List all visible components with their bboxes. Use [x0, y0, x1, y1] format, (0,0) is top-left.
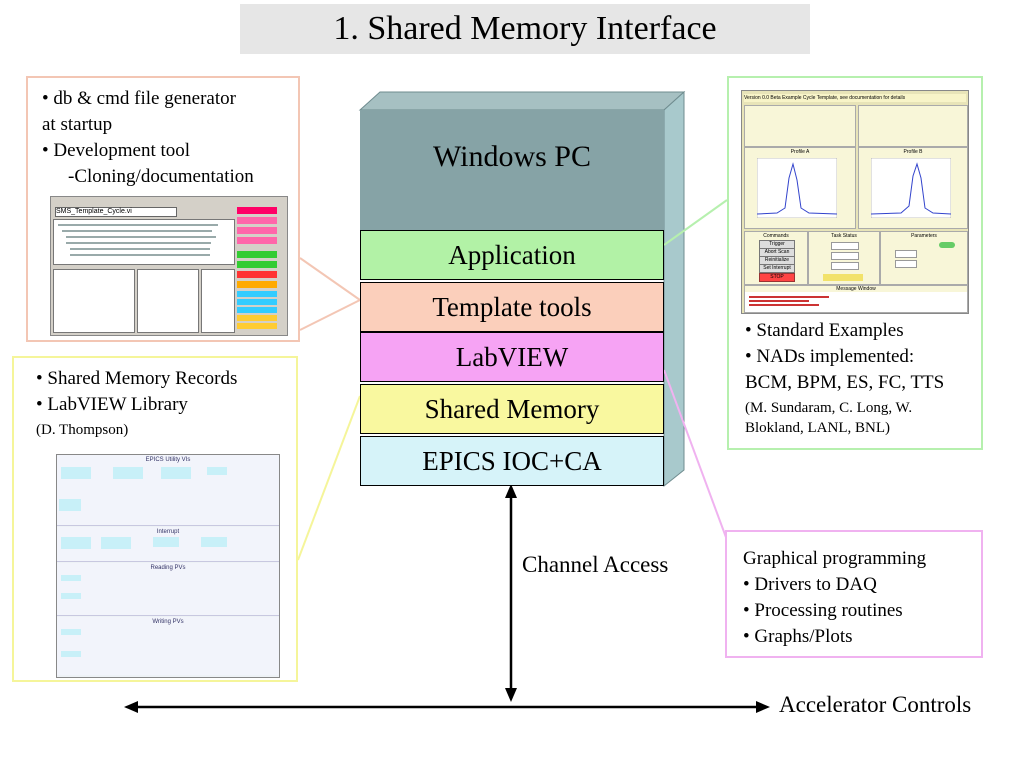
template-tool-screenshot: SMS_Template_Cycle.vi [50, 196, 288, 336]
library-section-title: EPICS Utility VIs [145, 457, 191, 463]
commands-title: Commands [763, 233, 789, 239]
connector-dev [299, 299, 361, 331]
connector-lv [663, 369, 728, 541]
panel-header: Version 0.0 Beta Example Cycle Template,… [744, 94, 966, 102]
channel-access-label: Channel Access [522, 552, 669, 577]
library-screenshot: EPICS Utility VIs Interrupt Reading PVs … [56, 454, 280, 678]
callout-shared-memory: • Shared Memory Records • LabVIEW Librar… [12, 356, 298, 682]
library-section-title: Reading PVs [150, 565, 186, 571]
box-side [663, 90, 685, 488]
callout-line: • NADs implemented: [745, 346, 915, 367]
library-section-title: Interrupt [156, 529, 180, 535]
profile-b-title: Profile B [903, 149, 923, 155]
callout-line: • Shared Memory Records [36, 368, 238, 389]
callout-line: • Development tool [42, 140, 191, 161]
set-interrupt-button[interactable]: Set Interrupt [759, 264, 795, 273]
layer-template-tools: Template tools [360, 282, 664, 332]
callout-line: at startup [42, 114, 113, 135]
callout-line: • Standard Examples [745, 320, 904, 341]
profile-a-plot [757, 158, 837, 218]
profile-a-title: Profile A [790, 149, 810, 155]
callout-line: • LabVIEW Library [36, 394, 188, 415]
callout-application: Version 0.0 Beta Example Cycle Template,… [727, 76, 983, 450]
message-window-title: Message Window [745, 286, 967, 292]
button-column [237, 207, 281, 297]
layer-shared-memory: Shared Memory [360, 384, 664, 434]
profile-b-plot [871, 158, 951, 218]
page-title: 1. Shared Memory Interface [240, 4, 810, 54]
connector-dev [299, 257, 361, 301]
connector-shm [297, 395, 361, 561]
callout-credit: (D. Thompson) [36, 422, 129, 438]
callout-credit: Blokland, LANL, BNL) [745, 420, 890, 436]
callout-line: -Cloning/documentation [68, 166, 254, 187]
layer-labview: LabVIEW [360, 332, 664, 382]
layer-application: Application [360, 230, 664, 280]
callout-line: BCM, BPM, ES, FC, TTS [745, 372, 945, 393]
callout-line: • Processing routines [743, 600, 903, 621]
accelerator-controls-label: Accelerator Controls [779, 692, 972, 717]
callout-template-tools: • db & cmd file generator at startup • D… [26, 76, 300, 342]
stop-button[interactable]: STOP [759, 273, 795, 282]
library-section-title: Writing PVs [152, 619, 184, 625]
callout-labview: Graphical programming • Drivers to DAQ •… [725, 530, 983, 658]
callout-credit: (M. Sundaram, C. Long, W. [745, 400, 913, 416]
button-column-lower [237, 289, 281, 331]
box-top [358, 91, 686, 111]
box-front [360, 110, 664, 230]
vi-name-field: SMS_Template_Cycle.vi [55, 207, 177, 217]
windows-pc-label: Windows PC [433, 140, 591, 173]
task-status-title: Task Status [831, 233, 857, 239]
connector-app [663, 199, 728, 246]
hierarchy-list [53, 219, 235, 265]
callout-line: Graphical programming [743, 548, 927, 569]
callout-line: • db & cmd file generator [42, 88, 236, 109]
app-front-panel-screenshot: Version 0.0 Beta Example Cycle Template,… [741, 90, 969, 314]
parameters-title: Parameters [911, 233, 937, 239]
callout-line: • Drivers to DAQ [743, 574, 877, 595]
layer-epics-ioc-ca: EPICS IOC+CA [360, 436, 664, 486]
callout-line: • Graphs/Plots [743, 626, 853, 647]
